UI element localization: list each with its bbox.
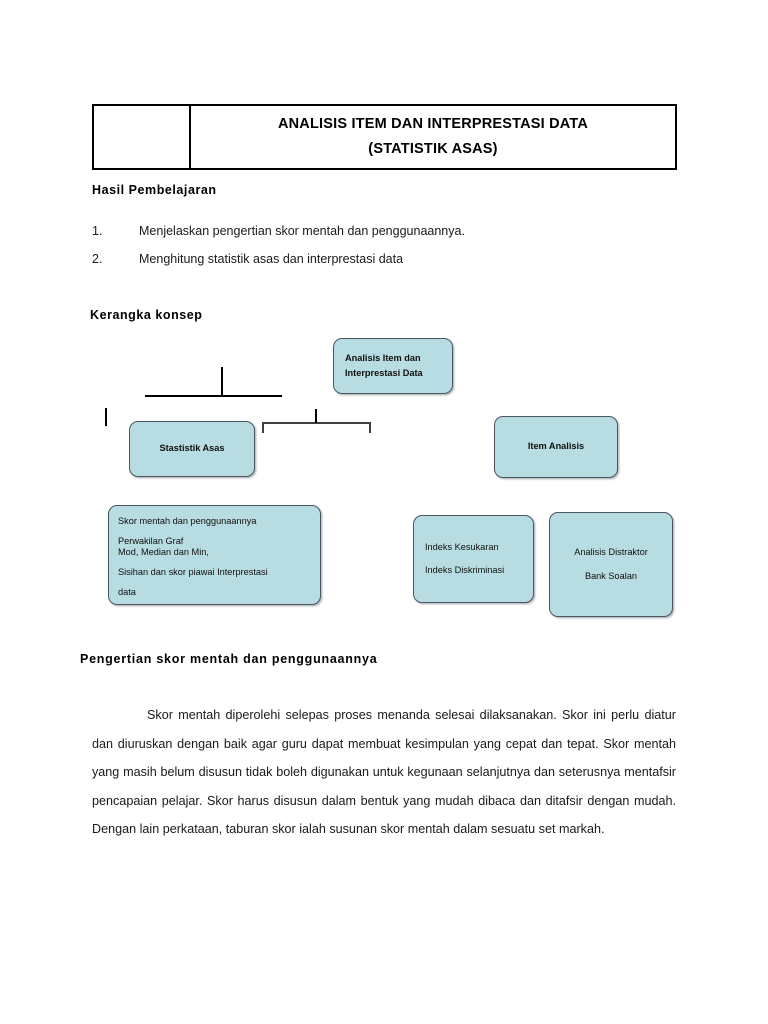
connector-bracket-left-tick [262, 422, 264, 433]
kerangka-konsep-heading: Kerangka konsep [90, 308, 203, 322]
node-text-line: Bank Soalan [584, 570, 638, 581]
node-text-line: Item Analisis [527, 441, 585, 452]
pengertian-heading: Pengertian skor mentah dan penggunaannya [80, 652, 378, 666]
node-text-line: Mod, Median dan Min, [118, 546, 209, 557]
node-text-line: Analisis Distraktor [574, 547, 648, 558]
body-paragraph: Skor mentah diperolehi selepas proses me… [92, 708, 676, 836]
diagram-node-item-analisis: Item Analisis [494, 416, 618, 478]
list-item: 2. Menghitung statistik asas dan interpr… [92, 251, 652, 266]
node-text-line: Skor mentah dan penggunaannya [118, 516, 257, 526]
node-text-line: Stastistik Asas [159, 443, 225, 454]
node-text-line: Interprestasi Data [345, 367, 423, 378]
list-item-number: 2. [92, 251, 103, 266]
header-title-line-1: ANALISIS ITEM DAN INTERPRESTASI DATA [277, 115, 589, 132]
node-text-line: data [118, 587, 136, 598]
list-item-text: Menghitung statistik asas dan interprest… [139, 251, 404, 266]
list-item: 1. Menjelaskan pengertian skor mentah da… [92, 225, 652, 238]
header-cell-title: ANALISIS ITEM DAN INTERPRESTASI DATA (ST… [191, 106, 675, 168]
node-text-line: Analisis Item dan [345, 353, 421, 364]
node-text-line: Perwakilan Graf [118, 536, 184, 547]
hasil-pembelajaran-heading: Hasil Pembelajaran [92, 183, 217, 197]
diagram-node-analisis-item: Analisis Item dan Interprestasi Data [333, 338, 453, 394]
connector-vertical-top [221, 367, 223, 396]
node-text-line: Indeks Diskriminasi [425, 565, 505, 575]
node-text-line: Sisihan dan skor piawai Interprestasi [118, 567, 268, 578]
diagram-node-skor-mentah: Skor mentah dan penggunaannya Perwakilan… [108, 505, 321, 605]
connector-horizontal-top [145, 395, 282, 397]
connector-bracket-horizontal [262, 422, 371, 424]
learning-outcomes-list: 1. Menjelaskan pengertian skor mentah da… [92, 225, 652, 280]
connector-bracket-right-tick [369, 422, 371, 433]
connector-bracket-up-stub [315, 409, 317, 423]
list-item-number: 1. [92, 224, 103, 238]
list-item-text: Menjelaskan pengertian skor mentah dan p… [139, 224, 465, 238]
header-title-table: ANALISIS ITEM DAN INTERPRESTASI DATA (ST… [92, 104, 677, 170]
diagram-node-distraktor: Analisis Distraktor Bank Soalan [549, 512, 673, 617]
header-cell-empty [94, 106, 191, 168]
connector-vertical-left-tick [105, 408, 107, 426]
node-text-line: Indeks Kesukaran [425, 541, 499, 552]
diagram-node-stastistik-asas: Stastistik Asas [129, 421, 255, 477]
header-title-line-2: (STATISTIK ASAS) [368, 141, 498, 157]
diagram-node-indeks: Indeks Kesukaran Indeks Diskriminasi [413, 515, 534, 603]
